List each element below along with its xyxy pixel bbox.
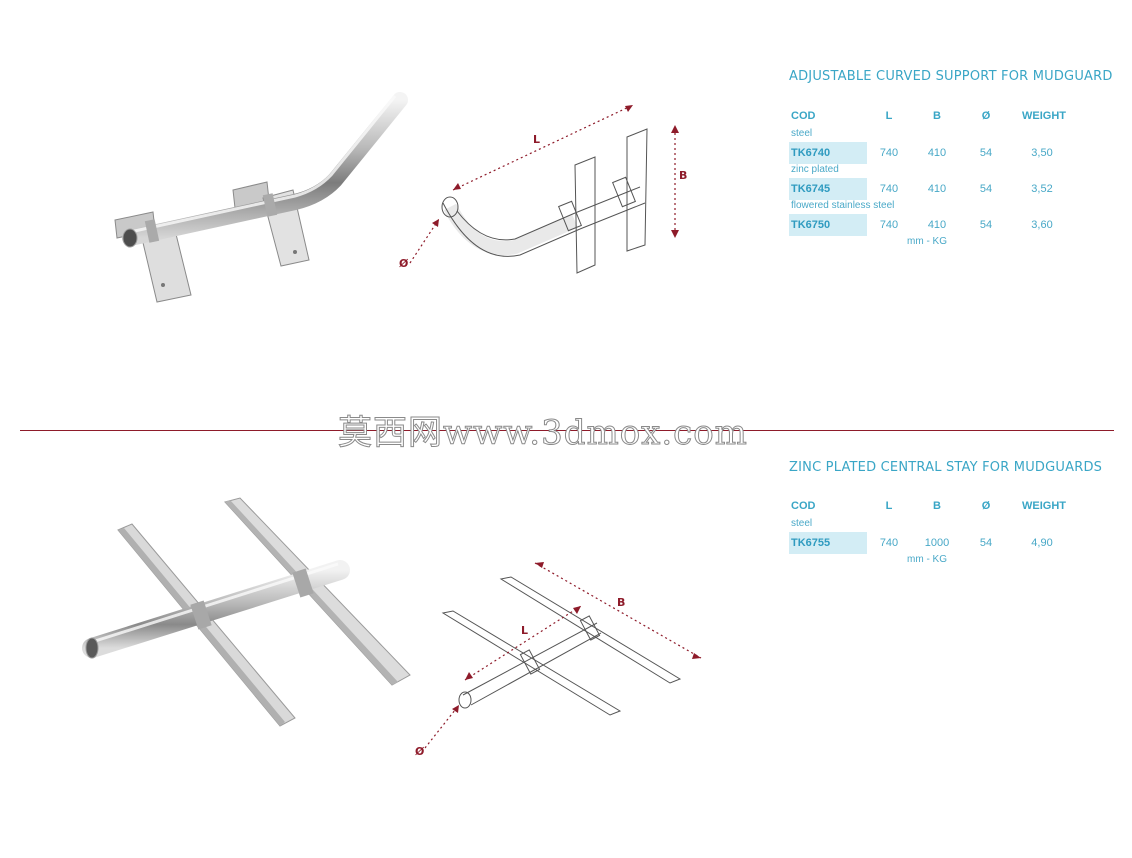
spec-table-header: COD L B Ø WEIGHT bbox=[789, 110, 1089, 128]
col-cod: COD bbox=[791, 110, 816, 122]
value-weight: 3,52 bbox=[1031, 183, 1053, 195]
technical-drawing-curved-support: L B Ø bbox=[399, 104, 687, 274]
value-l: 740 bbox=[879, 183, 899, 195]
product-photo-curved-support bbox=[114, 92, 408, 303]
units-label: mm - KG bbox=[907, 554, 947, 565]
value-b: 1000 bbox=[924, 537, 950, 549]
value-diameter: 54 bbox=[979, 537, 993, 549]
dimension-l-label: L bbox=[533, 133, 540, 146]
watermark: 莫西网www.3dmox.com bbox=[338, 413, 748, 454]
table-row: TK6750 740 410 54 3,60 bbox=[789, 214, 1089, 236]
spec-table: COD L B Ø WEIGHT steel TK6740 740 410 54… bbox=[789, 110, 1089, 250]
value-weight: 4,90 bbox=[1031, 537, 1053, 549]
product-title: ZINC PLATED CENTRAL STAY FOR MUDGUARDS bbox=[789, 460, 1103, 475]
col-weight: WEIGHT bbox=[1022, 110, 1066, 122]
col-l: L bbox=[885, 500, 893, 512]
col-diameter: Ø bbox=[981, 110, 991, 122]
material-label: steel bbox=[791, 518, 813, 529]
product-title: ADJUSTABLE CURVED SUPPORT FOR MUDGUARD bbox=[789, 69, 1113, 84]
table-row: TK6745 740 410 54 3,52 bbox=[789, 178, 1089, 200]
value-diameter: 54 bbox=[979, 183, 993, 195]
col-diameter: Ø bbox=[981, 500, 991, 512]
col-weight: WEIGHT bbox=[1022, 500, 1066, 512]
product-code: TK6740 bbox=[789, 142, 867, 164]
material-label: zinc plated bbox=[791, 164, 839, 175]
table-row: TK6740 740 410 54 3,50 bbox=[789, 142, 1089, 164]
col-b: B bbox=[933, 500, 941, 512]
material-label: steel bbox=[791, 128, 813, 139]
value-b: 410 bbox=[927, 219, 947, 231]
product-code: TK6755 bbox=[789, 532, 867, 554]
product-code: TK6745 bbox=[789, 178, 867, 200]
table-row: TK6755 740 1000 54 4,90 bbox=[789, 532, 1089, 554]
value-b: 410 bbox=[927, 147, 947, 159]
value-diameter: 54 bbox=[979, 147, 993, 159]
col-b: B bbox=[933, 110, 941, 122]
value-l: 740 bbox=[879, 219, 899, 231]
dimension-l-label: L bbox=[521, 624, 528, 637]
value-l: 740 bbox=[879, 147, 899, 159]
spec-table: COD L B Ø WEIGHT steel TK6755 740 1000 5… bbox=[789, 500, 1089, 568]
col-l: L bbox=[885, 110, 893, 122]
product-photo-central-stay bbox=[82, 497, 411, 727]
value-l: 740 bbox=[879, 537, 899, 549]
technical-drawing-central-stay: L B Ø bbox=[415, 562, 702, 758]
section-divider bbox=[20, 430, 1114, 431]
dimension-diameter-label: Ø bbox=[415, 745, 425, 758]
col-cod: COD bbox=[791, 500, 816, 512]
dimension-b-label: B bbox=[617, 596, 625, 609]
value-diameter: 54 bbox=[979, 219, 993, 231]
value-weight: 3,50 bbox=[1031, 147, 1053, 159]
dimension-b-label: B bbox=[679, 169, 687, 182]
dimension-diameter-label: Ø bbox=[399, 257, 409, 270]
value-weight: 3,60 bbox=[1031, 219, 1053, 231]
material-label: flowered stainless steel bbox=[791, 200, 895, 211]
units-label: mm - KG bbox=[907, 236, 947, 247]
spec-table-header: COD L B Ø WEIGHT bbox=[789, 500, 1089, 518]
product-code: TK6750 bbox=[789, 214, 867, 236]
value-b: 410 bbox=[927, 183, 947, 195]
